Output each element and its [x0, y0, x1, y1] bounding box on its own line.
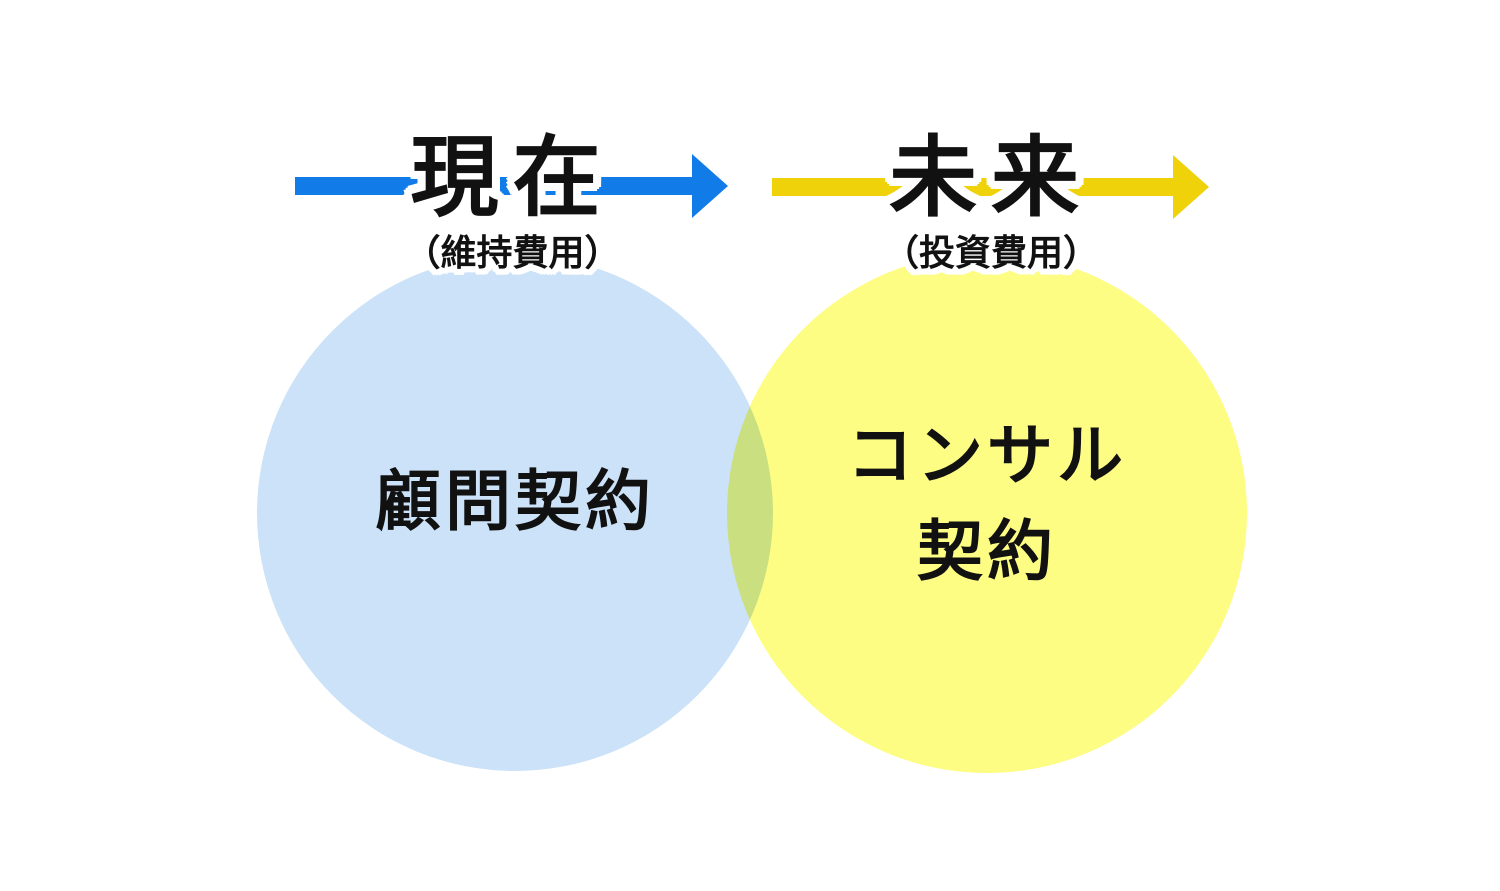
future-arrow-head	[1173, 155, 1209, 219]
advisory-contract-label: 顧問契約	[375, 464, 655, 538]
present-arrow-shaft	[295, 177, 693, 195]
consulting-contract-label-line1: コンサル	[847, 418, 1127, 492]
present-arrow-icon	[295, 154, 728, 218]
present-sublabel: （維持費用）	[404, 232, 621, 273]
future-arrow-shaft	[772, 178, 1174, 196]
consulting-contract-label-line2: 契約	[917, 514, 1057, 588]
advisory-contract-circle	[257, 255, 773, 771]
consulting-contract-label: コンサル 契約	[727, 407, 1247, 599]
future-sublabel: （投資費用）	[882, 232, 1099, 273]
future-label: 未来	[888, 128, 1093, 227]
consulting-contract-circle	[727, 253, 1247, 773]
present-arrow-head	[692, 154, 728, 218]
present-label: 現在	[410, 128, 615, 227]
future-arrow-icon	[772, 155, 1209, 219]
